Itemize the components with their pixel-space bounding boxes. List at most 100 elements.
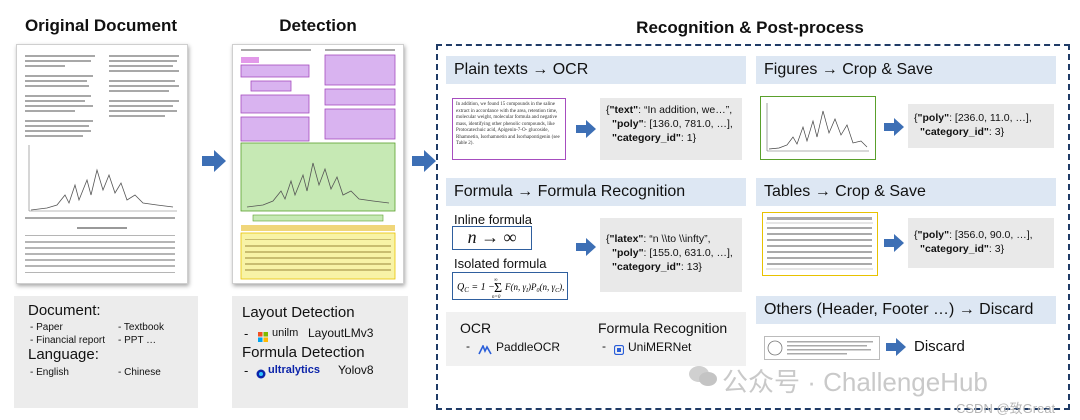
language-english: - English xyxy=(30,367,69,378)
svg-text:F(n, γI)P0(n, γC),: F(n, γI)P0(n, γC), xyxy=(504,282,564,294)
inline-formula-box: n → ∞ xyxy=(452,226,532,250)
watermark-channel: 公众号 · ChallengeHub xyxy=(722,367,988,397)
unimernet-logo-icon xyxy=(613,342,625,356)
ocr-bullet: - xyxy=(466,339,470,353)
isolated-formula-label: Isolated formula xyxy=(454,256,547,271)
layout-detection-label: Layout Detection xyxy=(242,304,355,321)
ultralytics-logo-icon xyxy=(256,366,266,379)
plain-text-json-line1: {"text": “In addition, we…”, xyxy=(606,104,733,116)
yolov8-label: Yolov8 xyxy=(338,363,374,377)
json-value: : [356.0, 90.0, …], xyxy=(949,229,1033,241)
document-label: Document: xyxy=(28,302,101,319)
formula-recognition-label: Formula Recognition xyxy=(598,320,728,336)
right-arrow-icon xyxy=(202,150,226,172)
doc-type-textbook: - Textbook xyxy=(118,322,164,333)
original-document-info-panel: Document: - Paper - Textbook - Financial… xyxy=(14,296,198,408)
plain-text-json-line2: "poly": [136.0, 781.0, …], xyxy=(606,117,736,131)
original-document-title: Original Document xyxy=(24,16,178,35)
doc-type-ppt: - PPT … xyxy=(118,335,157,346)
figure-json-line1: {"poly": [236.0, 11.0, …], xyxy=(914,112,1032,124)
formula-json-line2: "poly": [155.0, 631.0, …], xyxy=(606,246,736,260)
plain-text-json: {"text": “In addition, we…”, "poly": [13… xyxy=(600,98,742,160)
formula-bullet: - xyxy=(244,363,249,378)
table-crop-sample xyxy=(762,212,878,276)
json-key: "category_id" xyxy=(612,261,681,273)
table-json-line2: "category_id": 3} xyxy=(914,242,1048,256)
layoutlmv3-label: LayoutLMv3 xyxy=(308,326,374,340)
recognition-frame xyxy=(436,44,1070,410)
json-key: "poly" xyxy=(612,118,644,130)
figure-crop-sample xyxy=(760,96,876,160)
right-arrow-icon xyxy=(886,338,906,356)
detection-thumbnail xyxy=(240,49,396,280)
header-footer-sample xyxy=(764,336,880,360)
right-arrow-icon xyxy=(576,238,596,256)
json-key: "text" xyxy=(609,104,639,116)
discard-label: Discard xyxy=(914,338,965,355)
right-arrow-icon xyxy=(412,150,436,172)
doc-type-paper: - Paper xyxy=(30,322,63,333)
figures-header: Figures → Crop & Save xyxy=(756,56,1056,84)
header-footer-crop xyxy=(767,340,873,356)
right-arrow-icon xyxy=(884,234,904,252)
json-value: : [136.0, 781.0, …], xyxy=(643,118,733,130)
language-chinese: - Chinese xyxy=(118,367,161,378)
language-label: Language: xyxy=(28,346,99,363)
original-document-page xyxy=(16,44,188,284)
json-key: "latex" xyxy=(609,233,644,245)
json-key: "category_id" xyxy=(920,126,989,138)
figure-crop-chart xyxy=(766,103,869,152)
figure-json: {"poly": [236.0, 11.0, …], "category_id"… xyxy=(908,104,1054,148)
paddle-logo-icon xyxy=(478,342,492,355)
svg-text:QC = 1 −: QC = 1 − xyxy=(457,282,495,294)
json-key: "poly" xyxy=(612,247,644,259)
json-value: : 3} xyxy=(988,243,1005,255)
watermark-csdn: CSDN @致Great xyxy=(956,401,1056,416)
tools-panel: OCR - PaddleOCR Formula Recognition - Un… xyxy=(446,312,746,366)
json-key: "poly" xyxy=(917,112,950,124)
plain-text-json-line3: "category_id": 1} xyxy=(606,131,736,145)
detection-document-page xyxy=(232,44,404,284)
paddleocr-label: PaddleOCR xyxy=(496,340,561,354)
json-value: : 1} xyxy=(680,132,697,144)
table-json-line1: {"poly": [356.0, 90.0, …], xyxy=(914,229,1033,241)
json-value: : 13} xyxy=(680,261,702,273)
formula-tool-bullet: - xyxy=(602,339,606,353)
isolated-formula-render: QC = 1 − Σ ∞ n=0 F(n, γI)P0(n, γC), xyxy=(457,278,564,300)
recognition-title: Recognition & Post-process xyxy=(636,18,864,37)
json-value: : [236.0, 11.0, …], xyxy=(949,112,1032,124)
json-key: "category_id" xyxy=(920,243,989,255)
inline-formula-label: Inline formula xyxy=(454,212,533,227)
detection-title: Detection xyxy=(279,16,357,35)
svg-text:Σ: Σ xyxy=(494,281,502,296)
json-value: : 3} xyxy=(988,126,1005,138)
original-document-thumbnail xyxy=(25,55,179,273)
unilm-label: unilm xyxy=(272,327,299,339)
json-value: : “n \\to \\infty”, xyxy=(643,233,711,245)
tables-header: Tables → Crop & Save xyxy=(756,178,1056,206)
isolated-formula-box: QC = 1 − Σ ∞ n=0 F(n, γI)P0(n, γC), xyxy=(452,272,568,300)
microsoft-logo-icon xyxy=(258,329,268,342)
unimernet-label: UniMERNet xyxy=(628,340,692,354)
svg-text:∞: ∞ xyxy=(494,278,498,283)
json-value: : [155.0, 631.0, …], xyxy=(643,247,733,259)
right-arrow-icon xyxy=(576,120,596,138)
svg-text:n=0: n=0 xyxy=(492,295,501,299)
formula-json-line1: {"latex": “n \\to \\infty”, xyxy=(606,233,711,245)
detection-info-panel: Layout Detection - unilm LayoutLMv3 Form… xyxy=(232,296,408,408)
ultralytics-label: ultralytics xyxy=(268,364,320,376)
formula-detection-label: Formula Detection xyxy=(242,344,365,361)
formula-json-line3: "category_id": 13} xyxy=(606,260,736,274)
wechat-logo-icon xyxy=(688,364,718,388)
json-value: : “In addition, we…”, xyxy=(638,104,733,116)
layout-bullet: - xyxy=(244,326,249,341)
table-crop-grid xyxy=(766,217,873,270)
plain-text-sample-content: In addition, we found 15 compounds in th… xyxy=(456,102,560,146)
doc-type-financial-report: - Financial report xyxy=(30,335,106,346)
plain-texts-header: Plain texts → OCR xyxy=(446,56,746,84)
json-key: "poly" xyxy=(917,229,950,241)
formula-header: Formula → Formula Recognition xyxy=(446,178,746,206)
plain-text-sample: In addition, we found 15 compounds in th… xyxy=(452,98,566,160)
right-arrow-icon xyxy=(884,118,904,136)
formula-json: {"latex": “n \\to \\infty”, "poly": [155… xyxy=(600,218,742,292)
